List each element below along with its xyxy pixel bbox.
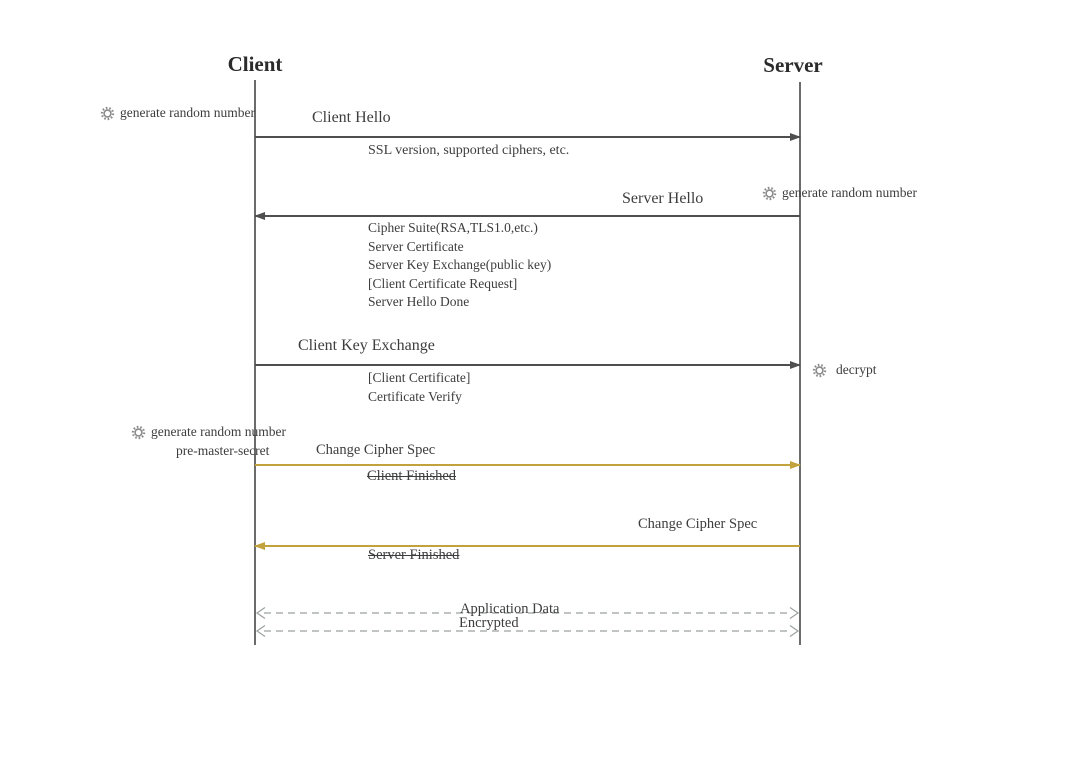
message-detail: [Client Certificate] xyxy=(368,370,471,385)
note-server-decrypt: decrypt xyxy=(812,362,876,378)
message-detail: Server Hello Done xyxy=(368,294,470,310)
note-label: generate random number xyxy=(120,105,255,120)
message-label-application-data: Application Data xyxy=(460,601,560,617)
note-label: generate random number xyxy=(151,424,286,439)
note-label-pre-master-secret: pre-master-secret xyxy=(176,443,270,458)
gear-icon xyxy=(100,106,115,121)
note-client-generate-random: generate random number xyxy=(100,105,255,121)
message-detail: [Client Certificate Request] xyxy=(368,275,518,291)
message-label-client-key-exchange: Client Key Exchange xyxy=(298,337,435,354)
client-hello-arrow xyxy=(255,136,800,138)
gear-icon xyxy=(131,425,146,440)
message-detail: Cipher Suite(RSA,TLS1.0,etc.) xyxy=(368,220,538,235)
note-client-pre-master-secret: generate random number xyxy=(131,424,286,440)
note-label: decrypt xyxy=(836,362,877,377)
actor-client-label: Client xyxy=(227,52,283,76)
message-detail: Server Certificate xyxy=(368,238,464,254)
message-label-change-cipher-spec-server: Change Cipher Spec xyxy=(638,516,758,532)
actor-server-label: Server xyxy=(763,53,823,77)
application-data-arrow-bottom xyxy=(255,624,800,643)
message-detail-ssl-version: SSL version, supported ciphers, etc. xyxy=(368,143,570,158)
message-detail-server-finished: Server Finished xyxy=(368,547,460,563)
message-label-change-cipher-spec-client: Change Cipher Spec xyxy=(316,442,436,458)
change-cipher-spec-arrow-client xyxy=(255,464,800,466)
message-label-server-hello: Server Hello xyxy=(622,190,704,207)
gear-icon xyxy=(812,363,827,378)
change-cipher-spec-arrow-server xyxy=(255,545,800,547)
server-hello-arrow xyxy=(255,215,800,217)
message-label-encrypted: Encrypted xyxy=(459,615,519,631)
application-data-arrow-top xyxy=(255,606,800,625)
server-hello-details: Cipher Suite(RSA,TLS1.0,etc.) Server Cer… xyxy=(368,219,551,312)
gear-icon xyxy=(762,186,777,201)
message-detail: Server Key Exchange(public key) xyxy=(368,257,552,273)
message-detail-client-finished: Client Finished xyxy=(367,468,457,484)
note-label: generate random number xyxy=(782,185,917,200)
client-lifeline xyxy=(254,80,256,645)
client-key-exchange-details: [Client Certificate] Certificate Verify xyxy=(368,368,470,406)
message-detail: Certificate Verify xyxy=(368,389,462,404)
message-label-client-hello: Client Hello xyxy=(312,109,391,126)
note-server-generate-random: generate random number xyxy=(762,185,917,201)
client-key-exchange-arrow xyxy=(255,364,800,366)
